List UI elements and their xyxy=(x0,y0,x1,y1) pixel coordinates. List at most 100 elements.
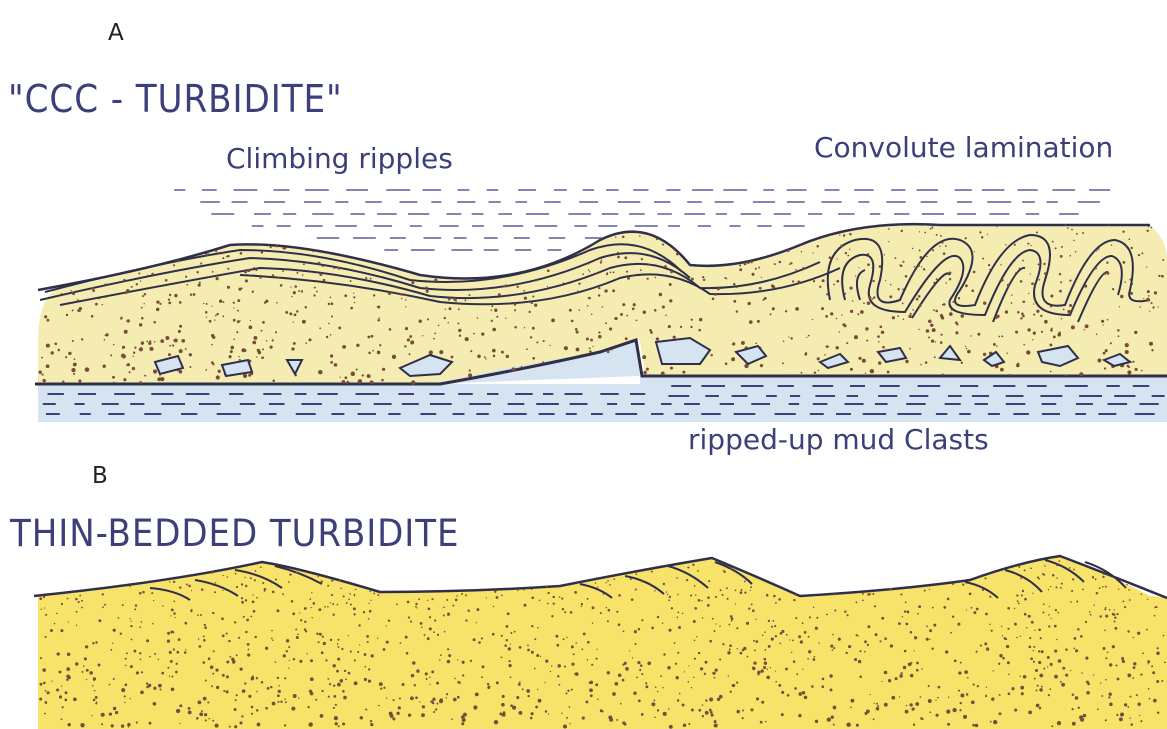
sand-grain xyxy=(578,283,580,285)
sand-grain xyxy=(68,621,69,622)
sand-grain xyxy=(1148,688,1150,690)
sand-grain xyxy=(149,347,153,351)
sand-grain xyxy=(58,349,61,352)
sand-grain xyxy=(85,367,90,372)
sand-grain xyxy=(330,639,332,641)
sand-grain xyxy=(516,696,519,699)
sand-grain xyxy=(959,709,961,711)
sand-grain xyxy=(288,646,290,648)
sand-grain xyxy=(1122,230,1124,232)
sand-grain xyxy=(191,590,192,591)
sand-grain xyxy=(277,277,279,279)
sand-grain xyxy=(1108,696,1110,698)
sand-grain xyxy=(562,608,564,610)
sand-grain xyxy=(662,687,663,688)
sand-grain xyxy=(173,339,175,341)
sand-grain xyxy=(952,615,954,617)
sand-grain xyxy=(60,629,63,632)
sand-grain xyxy=(675,663,677,665)
sand-grain xyxy=(967,677,969,679)
sand-grain xyxy=(330,334,332,336)
sand-grain xyxy=(1128,589,1130,591)
sand-grain xyxy=(431,598,433,600)
sand-grain xyxy=(831,716,834,719)
sand-grain xyxy=(581,603,583,605)
sand-grain xyxy=(786,634,788,636)
sand-grain xyxy=(327,678,329,680)
sand-grain xyxy=(878,341,880,343)
sand-grain xyxy=(252,290,254,292)
sand-grain xyxy=(447,613,450,616)
sand-grain xyxy=(398,706,401,709)
sand-grain xyxy=(909,348,911,350)
sand-grain xyxy=(1050,618,1051,619)
sand-grain xyxy=(388,619,390,621)
sand-grain xyxy=(337,646,339,648)
sand-grain xyxy=(589,347,591,349)
sand-grain xyxy=(261,356,264,359)
sand-grain xyxy=(657,616,659,618)
sand-grain xyxy=(885,280,886,281)
sand-grain xyxy=(1143,298,1144,299)
sand-grain xyxy=(902,303,904,305)
sand-grain xyxy=(222,257,224,259)
sand-grain xyxy=(811,685,814,688)
sand-grain xyxy=(367,641,369,643)
sand-grain xyxy=(342,345,346,349)
sand-grain xyxy=(455,598,458,601)
sand-grain xyxy=(876,707,880,711)
sand-grain xyxy=(411,674,414,677)
sand-grain xyxy=(124,702,125,703)
sand-grain xyxy=(709,640,712,643)
sand-grain xyxy=(839,234,840,235)
sand-grain xyxy=(844,293,846,295)
sand-grain xyxy=(134,347,136,349)
sand-grain xyxy=(983,353,986,356)
sand-grain xyxy=(124,683,127,686)
sand-grain xyxy=(345,376,348,379)
sand-grain xyxy=(527,695,529,697)
sand-grain xyxy=(102,364,105,367)
sand-grain xyxy=(582,273,584,275)
sand-grain xyxy=(698,709,701,712)
sand-grain xyxy=(71,290,72,291)
sand-grain xyxy=(1090,614,1092,616)
sand-grain xyxy=(448,654,451,657)
sand-grain xyxy=(933,624,936,627)
sand-grain xyxy=(677,594,678,595)
sand-grain xyxy=(858,357,861,360)
sand-grain xyxy=(451,718,453,720)
sand-grain xyxy=(761,669,764,672)
sand-grain xyxy=(184,651,187,654)
sand-grain xyxy=(534,668,536,670)
sand-grain xyxy=(126,319,129,322)
sand-grain xyxy=(1028,615,1031,618)
sand-grain xyxy=(296,272,298,274)
sand-grain xyxy=(1008,674,1009,675)
sand-grain xyxy=(175,671,178,674)
sand-grain xyxy=(169,345,171,347)
sand-grain xyxy=(54,342,57,345)
sand-grain xyxy=(193,293,196,296)
sand-grain xyxy=(1120,295,1123,298)
sand-grain xyxy=(415,606,417,608)
sand-grain xyxy=(205,311,208,314)
sand-grain xyxy=(436,682,439,685)
sand-grain xyxy=(422,705,425,708)
sand-grain xyxy=(256,677,258,679)
sand-grain xyxy=(64,699,67,702)
sand-grain xyxy=(508,647,511,650)
sand-grain xyxy=(333,267,335,269)
sand-grain xyxy=(338,685,339,686)
sand-grain xyxy=(1008,692,1011,695)
sand-grain xyxy=(702,617,703,618)
sand-grain xyxy=(411,281,414,284)
sand-grain xyxy=(800,640,803,643)
sand-grain xyxy=(1016,594,1018,596)
sand-grain xyxy=(321,690,323,692)
sand-grain xyxy=(151,592,153,594)
sand-grain xyxy=(755,619,756,620)
sand-grain xyxy=(338,326,341,329)
sand-grain xyxy=(873,296,875,298)
